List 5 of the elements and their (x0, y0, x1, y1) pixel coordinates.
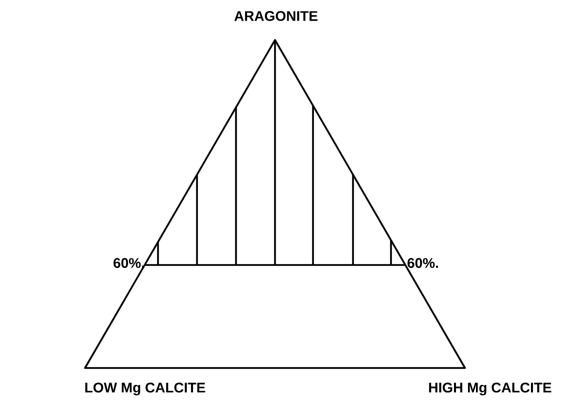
vertex-label: 60%. (114, 258, 144, 268)
vertex-label: 60%. (408, 258, 438, 268)
vertex-label: HIGH Mg CALCITE (429, 382, 552, 396)
vertex-label: ARAGONITE (234, 11, 318, 21)
vertex-label: LOW Mg CALCITE (85, 382, 206, 396)
